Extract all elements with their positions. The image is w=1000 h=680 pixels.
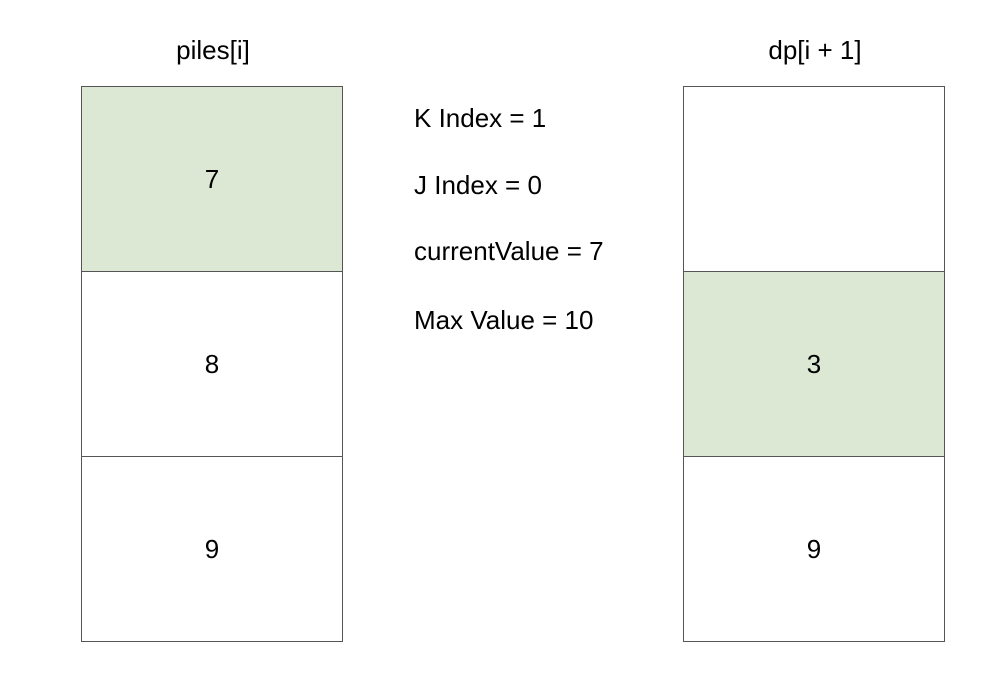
dp-cell-1: 3 — [683, 272, 945, 457]
j-index-label: J Index = 0 — [414, 170, 542, 200]
k-index-label: K Index = 1 — [414, 103, 547, 133]
dp-title: dp[i + 1] — [768, 35, 862, 65]
current-value-label: currentValue = 7 — [414, 236, 604, 266]
dp-stack: 3 9 — [683, 86, 945, 642]
piles-cell-2: 9 — [81, 457, 343, 642]
piles-stack: 7 8 9 — [81, 86, 343, 642]
dp-cell-2: 9 — [683, 457, 945, 642]
piles-cell-1: 8 — [81, 272, 343, 457]
piles-title: piles[i] — [176, 35, 250, 65]
max-value-label: Max Value = 10 — [414, 305, 594, 335]
dp-cell-0 — [683, 87, 945, 272]
piles-cell-0: 7 — [81, 87, 343, 272]
